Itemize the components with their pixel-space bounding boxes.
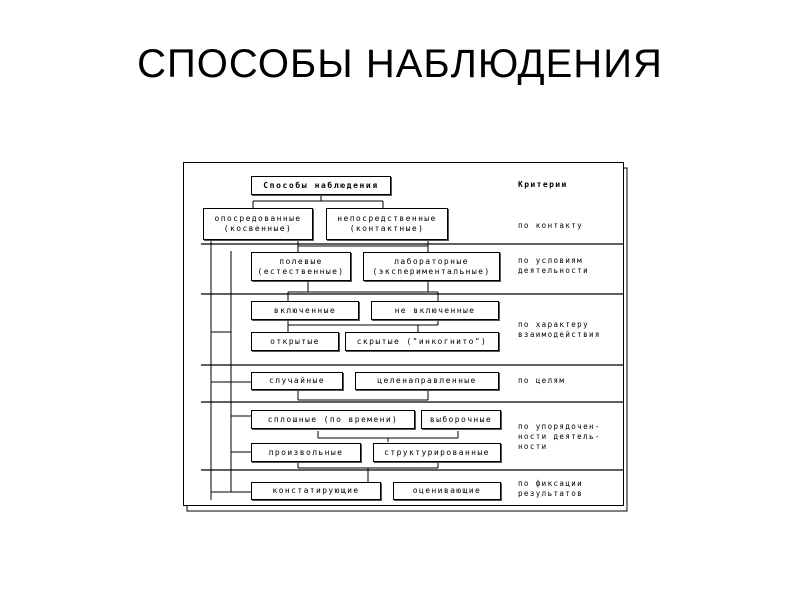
continuous-label: сплошные (по времени)	[267, 414, 399, 424]
criterion-fixation-line1: по фиксации	[518, 479, 584, 488]
criterion-interaction: по характеру взаимодействия	[518, 320, 601, 340]
targeted-box: целенаправленные	[355, 372, 499, 390]
evaluating-label: оценивающие	[412, 486, 482, 495]
arbitrary-label: произвольные	[268, 447, 344, 457]
included-box: включенные	[251, 301, 359, 320]
included-label: включенные	[273, 305, 337, 315]
criterion-fixation: по фиксации результатов	[518, 479, 583, 499]
indirect-box: опосредованные (косвенные)	[203, 208, 313, 240]
direct-sublabel: (контактные)	[349, 224, 425, 233]
random-label: случайные	[269, 376, 325, 385]
open-box: открытые	[251, 332, 339, 351]
criterion-contact: по контакту	[518, 221, 584, 230]
criterion-order-line1: по упорядочен-	[518, 422, 601, 431]
connector-lines	[210, 195, 459, 500]
structured-box: структурированные	[373, 443, 501, 462]
root-box: Способы наблюдения	[251, 176, 391, 195]
criterion-order-line3: ности	[518, 442, 548, 451]
lab-label: лабораторные	[394, 256, 469, 266]
ascertaining-box: констатирующие	[251, 482, 381, 500]
indirect-label: опосредованные	[214, 214, 302, 223]
selective-box: выборочные	[421, 410, 501, 429]
evaluating-box: оценивающие	[393, 482, 501, 500]
criterion-conditions: по условиям деятельности	[518, 256, 589, 276]
section-separators	[201, 243, 623, 471]
criterion-conditions-line2: деятельности	[518, 266, 589, 275]
criterion-goals: по целям	[518, 376, 566, 385]
field-label: полевые	[279, 256, 323, 266]
targeted-label: целенаправленные	[377, 376, 477, 385]
selective-label: выборочные	[429, 414, 493, 424]
field-box: полевые (естественные)	[251, 252, 351, 281]
criterion-fixation-line2: результатов	[518, 489, 584, 498]
structured-label: структурированные	[384, 447, 490, 457]
hidden-box: скрытые ("инкогнито")	[345, 332, 499, 351]
not-included-box: не включенные	[371, 301, 499, 320]
field-sublabel: (естественные)	[257, 266, 345, 276]
continuous-box: сплошные (по времени)	[251, 410, 415, 429]
criterion-order-line2: ности деятель-	[518, 432, 601, 441]
criterion-order: по упорядочен- ности деятель- ности	[518, 422, 601, 452]
criterion-interaction-line2: взаимодействия	[518, 330, 601, 339]
open-label: открытые	[270, 336, 320, 346]
lab-box: лабораторные (экспериментальные)	[363, 252, 500, 281]
criterion-conditions-line1: по условиям	[518, 256, 584, 265]
criterion-interaction-line1: по характеру	[518, 320, 589, 329]
slide-title: СПОСОБЫ НАБЛЮДЕНИЯ	[137, 42, 663, 86]
criteria-header: Критерии	[518, 180, 568, 189]
indirect-sublabel: (косвенные)	[223, 224, 293, 233]
not-included-label: не включенные	[394, 305, 476, 315]
observation-methods-diagram: Способы наблюдения Критерии опосредованн…	[183, 162, 628, 512]
ascertaining-label: констатирующие	[272, 486, 360, 495]
direct-label: непосредственные	[337, 214, 437, 223]
random-box: случайные	[251, 372, 343, 390]
arbitrary-box: произвольные	[251, 443, 361, 462]
direct-box: непосредственные (контактные)	[326, 208, 448, 240]
root-label: Способы наблюдения	[263, 180, 379, 190]
lab-sublabel: (экспериментальные)	[372, 266, 491, 276]
hidden-label: скрытые ("инкогнито")	[356, 336, 488, 346]
